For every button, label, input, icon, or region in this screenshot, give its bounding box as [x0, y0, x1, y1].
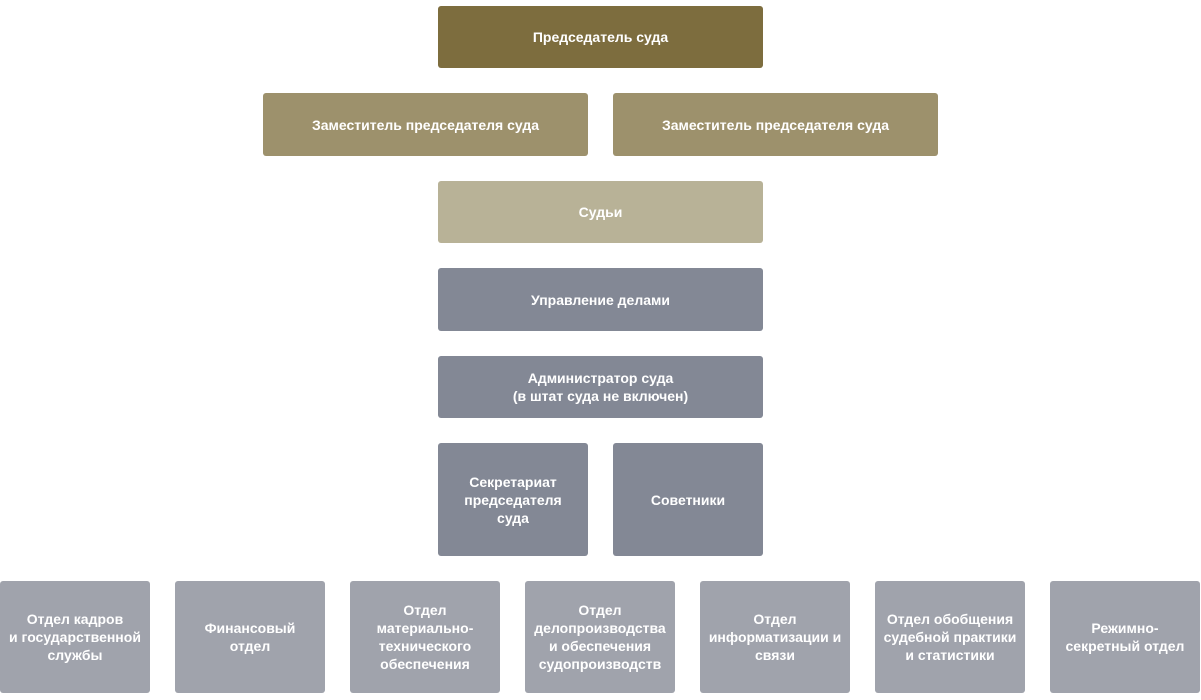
department-label: Отдел делопроизводства и обеспечения суд…	[534, 602, 666, 672]
chairman-label: Председатель суда	[532, 29, 669, 45]
court-administrator-label: Администратор суда (в штат суда не включ…	[512, 370, 689, 404]
advisers-label: Советники	[650, 491, 726, 508]
department-node-records[interactable]: Отдел делопроизводства и обеспечения суд…	[525, 581, 675, 693]
department-label: Отдел кадров и государственной службы	[9, 611, 141, 663]
department-label: Отдел материально- технического обеспече…	[376, 602, 474, 672]
secretariat-label: Секретариат председателя суда	[464, 473, 562, 526]
department-label: Режимно- секретный отдел	[1065, 620, 1185, 654]
department-node-finance[interactable]: Финансовый отдел	[175, 581, 325, 693]
deputy-chairman-node-2[interactable]: Заместитель председателя суда	[613, 93, 938, 156]
department-label: Отдел информатизации и связи	[708, 611, 842, 663]
department-label: Отдел обобщения судебной практики и стат…	[883, 611, 1017, 663]
deputy-chairman-node-1[interactable]: Заместитель председателя суда	[263, 93, 588, 156]
department-node-security[interactable]: Режимно- секретный отдел	[1050, 581, 1200, 693]
management-node[interactable]: Управление делами	[438, 268, 763, 331]
judges-label: Судьи	[578, 204, 623, 220]
deputy-chairman-label: Заместитель председателя суда	[311, 116, 540, 133]
court-administrator-node[interactable]: Администратор суда (в штат суда не включ…	[438, 356, 763, 418]
management-label: Управление делами	[531, 291, 670, 308]
deputy-chairman-label: Заместитель председателя суда	[661, 116, 890, 133]
department-node-it[interactable]: Отдел информатизации и связи	[700, 581, 850, 693]
judges-node[interactable]: Судьи	[438, 181, 763, 243]
secretariat-node[interactable]: Секретариат председателя суда	[438, 443, 588, 556]
chairman-node[interactable]: Председатель суда	[438, 6, 763, 68]
department-node-logistics[interactable]: Отдел материально- технического обеспече…	[350, 581, 500, 693]
advisers-node[interactable]: Советники	[613, 443, 763, 556]
department-node-personnel[interactable]: Отдел кадров и государственной службы	[0, 581, 150, 693]
department-label: Финансовый отдел	[204, 620, 296, 654]
department-node-case-law[interactable]: Отдел обобщения судебной практики и стат…	[875, 581, 1025, 693]
